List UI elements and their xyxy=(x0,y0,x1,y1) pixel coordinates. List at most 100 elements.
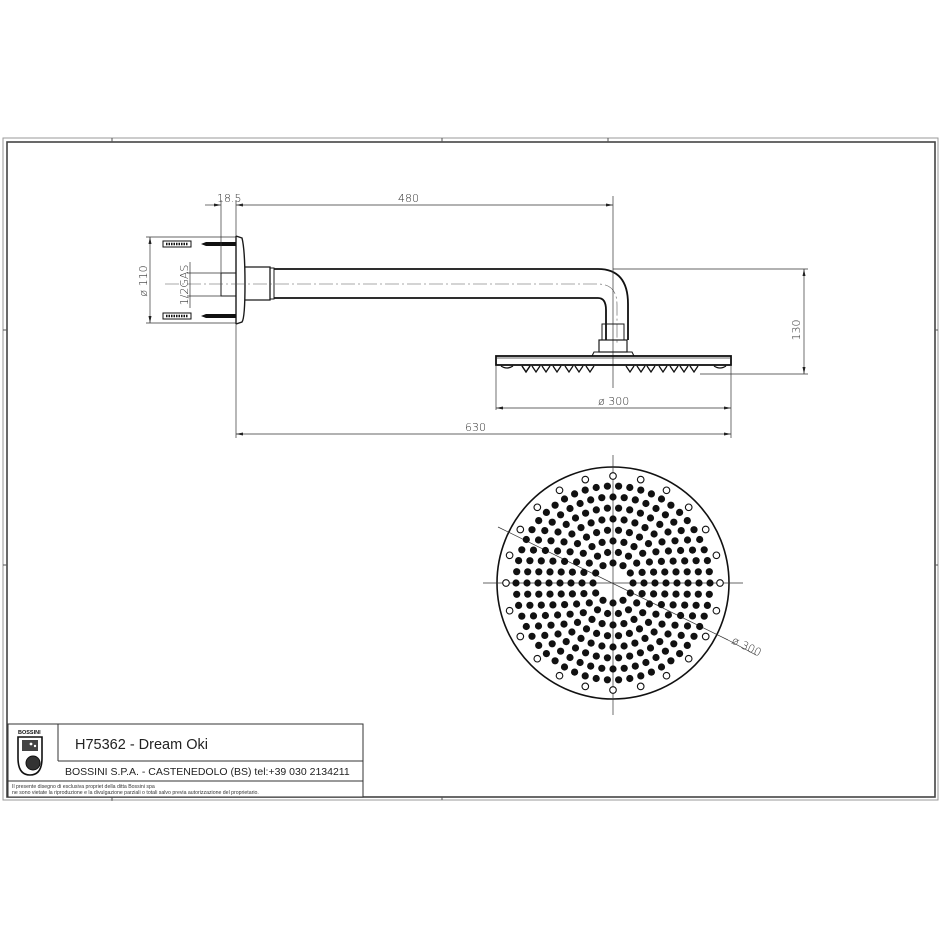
nozzle-dot xyxy=(651,579,659,587)
nozzle-dot xyxy=(656,520,664,529)
nozzle-dot xyxy=(587,519,595,527)
nozzle-dot xyxy=(620,620,628,628)
nozzle-dot xyxy=(640,579,648,587)
nozzle-dot xyxy=(661,568,669,576)
nozzle-dot xyxy=(645,600,654,608)
nozzle-dot xyxy=(560,663,569,671)
nozzle-dot xyxy=(615,504,623,512)
nozzle-dot xyxy=(560,495,569,503)
nozzle-dot xyxy=(638,590,646,598)
nozzle-dot xyxy=(642,658,650,667)
nozzle-dot xyxy=(592,674,600,683)
nozzle-dot xyxy=(677,546,685,555)
nozzle-dot xyxy=(541,546,550,555)
nozzle-dot xyxy=(568,628,576,636)
outer-hole xyxy=(555,671,564,680)
nozzle-dot xyxy=(609,643,617,651)
legal-note-2: ne sono vietate la riproduzione e la div… xyxy=(12,790,259,796)
nozzle-dot xyxy=(667,501,675,509)
nozzle-dot xyxy=(688,546,697,554)
nozzle-dot xyxy=(609,537,617,545)
nozzle-dot xyxy=(657,557,666,566)
nozzle-dot xyxy=(641,634,649,643)
nozzle-dot xyxy=(560,538,568,546)
nozzle-dot xyxy=(615,482,623,490)
nozzle-dot xyxy=(694,568,702,576)
nozzle-dot xyxy=(523,579,531,587)
outer-hole xyxy=(636,682,645,691)
nozzle-dot xyxy=(664,611,673,619)
nozzle-dot xyxy=(639,549,647,557)
nozzle-dot xyxy=(537,557,545,565)
nozzle-dot xyxy=(599,562,607,570)
nozzle-dot xyxy=(518,546,526,554)
nozzle-dot xyxy=(528,632,536,640)
nozzle-dot xyxy=(636,509,645,517)
outer-hole xyxy=(684,503,693,512)
nozzle-dot xyxy=(573,600,581,608)
nozzle-dot xyxy=(692,557,700,565)
nozzle-dot xyxy=(669,601,677,609)
dim-110: ø 110 xyxy=(137,236,236,324)
nozzle-dot xyxy=(626,674,634,683)
svg-text:630: 630 xyxy=(465,421,486,434)
nozzle-dot xyxy=(629,579,637,587)
nozzle-dot xyxy=(588,615,596,624)
nozzle-dot xyxy=(650,530,658,538)
nozzle-dot xyxy=(636,649,645,657)
nozzle-dot xyxy=(690,526,698,534)
nozzle-dot xyxy=(561,557,569,566)
nozzle-dot xyxy=(599,596,607,604)
nozzle-dot xyxy=(615,654,623,662)
nozzle-dot xyxy=(650,568,658,576)
svg-text:ø 300: ø 300 xyxy=(730,634,764,659)
nozzle-dot xyxy=(635,533,644,541)
nozzle-dot xyxy=(554,611,562,619)
nozzle-dot xyxy=(577,524,585,532)
nozzle-dot xyxy=(513,590,521,598)
nozzle-dot xyxy=(582,533,591,541)
nozzle-dot xyxy=(588,543,596,551)
svg-text:BOSSINI: BOSSINI xyxy=(18,730,41,736)
nozzle-dot xyxy=(681,557,689,565)
nozzle-dot xyxy=(576,499,584,508)
nozzle-dot xyxy=(681,601,689,609)
nozzle-dot xyxy=(656,638,664,646)
nozzle-dot xyxy=(557,568,565,576)
nozzle-dot xyxy=(603,526,612,534)
nozzle-dot xyxy=(578,579,586,587)
nozzle-dot xyxy=(609,493,617,501)
nozzle-dot xyxy=(573,558,581,566)
nozzle-dot xyxy=(603,676,612,684)
wall-plate xyxy=(235,235,246,325)
nozzle-dot xyxy=(571,668,579,676)
nozzle-dot xyxy=(661,590,669,598)
dim-300-side: ø 300 xyxy=(495,366,732,438)
nozzle-dot xyxy=(662,579,670,587)
nozzle-dot xyxy=(645,558,654,566)
nozzle-dot xyxy=(631,496,639,504)
company-line: BOSSINI S.P.A. - CASTENEDOLO (BS) tel:+3… xyxy=(65,766,350,778)
nozzle-dot xyxy=(683,622,692,630)
outer-hole xyxy=(636,475,645,484)
nozzle-dot xyxy=(524,590,532,598)
nozzle-dot xyxy=(528,526,536,534)
outer-hole xyxy=(712,551,721,560)
nozzle-dot xyxy=(542,508,551,516)
nozzle-dot xyxy=(630,615,638,624)
nozzle-dot xyxy=(630,543,638,551)
nozzle-dot xyxy=(548,640,556,648)
nozzle-dot xyxy=(695,579,703,587)
outer-hole xyxy=(662,486,671,495)
outer-hole xyxy=(533,654,542,663)
nozzle-dot xyxy=(672,568,680,576)
nozzle-dot xyxy=(537,601,545,609)
nozzle-dot xyxy=(566,653,574,662)
outer-hole xyxy=(684,654,693,663)
thread-label: 1/2GAS xyxy=(178,262,191,308)
nozzle-dot xyxy=(604,548,612,557)
nozzle-dot xyxy=(557,590,565,598)
nozzle-dot xyxy=(556,579,564,587)
nozzle-dot xyxy=(541,527,549,535)
